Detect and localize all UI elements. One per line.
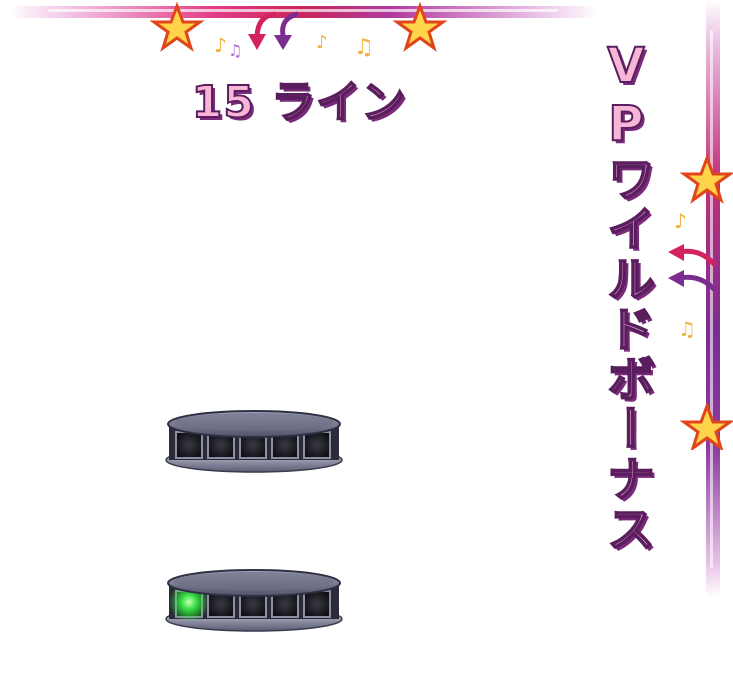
light-slot bbox=[175, 431, 203, 459]
star-icon bbox=[392, 1, 448, 52]
top-ornament: ♪ ♫ ♪ ♫ bbox=[150, 1, 448, 60]
upper-platform bbox=[165, 410, 343, 473]
svg-text:♪: ♪ bbox=[316, 32, 328, 53]
lines-label: 15 ライン bbox=[191, 76, 407, 129]
music-note-icon: ♪ ♫ bbox=[316, 32, 374, 60]
music-note-icon: ♪ ♫ bbox=[214, 33, 242, 60]
arrow-down-left-icon bbox=[248, 11, 276, 50]
light-slot bbox=[303, 431, 331, 459]
arrow-down-right-icon bbox=[274, 11, 299, 50]
svg-text:♫: ♫ bbox=[678, 317, 696, 341]
arrow-left-icon bbox=[668, 270, 717, 292]
lower-platform bbox=[165, 569, 343, 632]
svg-text:♪: ♪ bbox=[214, 33, 227, 57]
side-ornament: ♪ ♫ bbox=[668, 153, 733, 450]
svg-text:♪: ♪ bbox=[674, 209, 687, 233]
svg-text:♫: ♫ bbox=[354, 35, 374, 60]
side-rail bbox=[706, 0, 720, 598]
star-icon bbox=[150, 1, 205, 52]
music-note-icon: ♪ ♫ bbox=[674, 209, 696, 341]
bonus-label: VPワイルドボーナス bbox=[597, 37, 655, 555]
star-icon bbox=[679, 153, 733, 204]
light-slot bbox=[303, 590, 331, 618]
svg-text:♫: ♫ bbox=[228, 41, 242, 60]
arrow-left-icon bbox=[668, 244, 717, 267]
top-rail bbox=[8, 6, 598, 18]
star-icon bbox=[679, 401, 733, 450]
